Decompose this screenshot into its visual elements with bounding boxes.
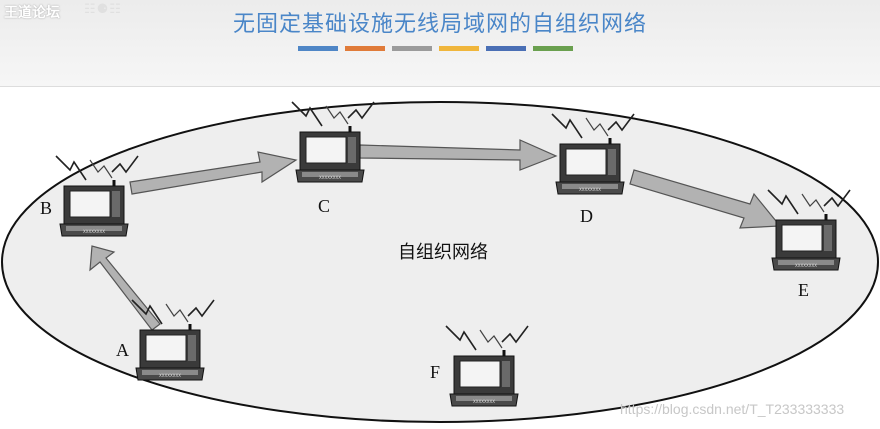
slide-header: 王道论坛 ☷⚈☷ 无固定基础设施无线局域网的自组织网络 [0,0,880,87]
arrow-b-to-c [129,151,298,195]
watermark: https://blog.csdn.net/T_T233333333 [620,401,845,417]
color-bar [486,46,526,51]
brand-decoration: ☷⚈☷ [84,2,122,17]
color-bar [439,46,479,51]
node-label-a: A [116,340,129,360]
color-bar [298,46,338,51]
node-label-c: C [318,196,331,216]
link-arrows [89,139,782,331]
arrow-d-to-e [629,169,782,229]
node-label-b: B [40,198,53,218]
color-bar [345,46,385,51]
brand-logo: 王道论坛 [4,5,60,21]
arrow-c-to-d [359,139,558,171]
color-bar [392,46,432,51]
arrow-a-to-b [89,245,161,331]
node-label-d: D [580,206,593,226]
color-bar [533,46,573,51]
slide-title: 无固定基础设施无线局域网的自组织网络 [232,12,647,37]
node-label-f: F [430,362,441,382]
node-label-e: E [798,280,809,300]
network-label: 自组织网络 [398,242,488,263]
